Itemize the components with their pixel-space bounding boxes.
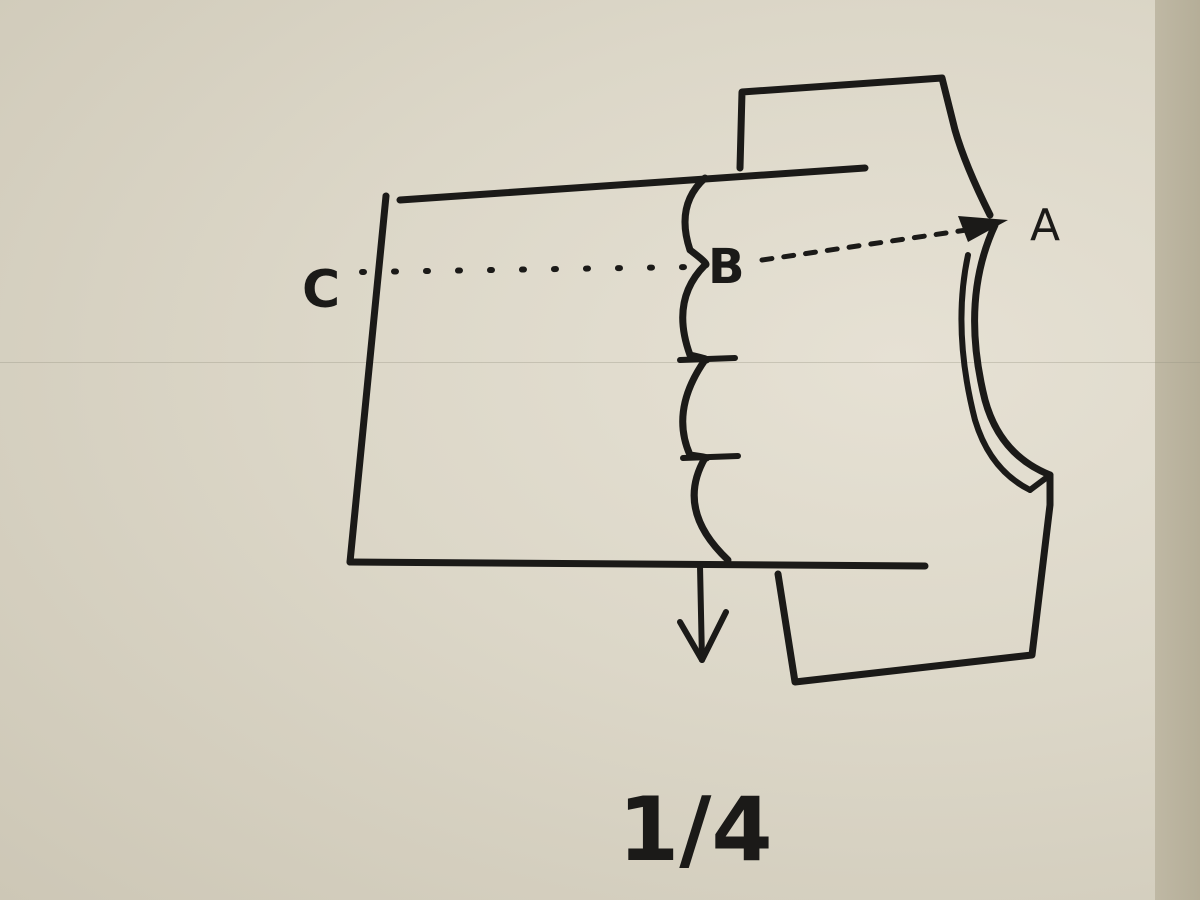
down-arrow-shaft (697, 563, 705, 663)
curved-strip-outer (971, 221, 1054, 479)
down-arrow-head (677, 609, 729, 663)
fraction-label: 1/4 (618, 778, 773, 881)
top-tab-outline (736, 74, 994, 219)
seam-notch-1 (677, 355, 738, 363)
label-c: C (302, 260, 340, 320)
bottom-tab-outline (774, 471, 1054, 686)
label-b: B (708, 239, 745, 295)
dotted-line-c-b (359, 264, 693, 275)
top-edge-line (396, 164, 869, 204)
seam-notch-2 (680, 453, 741, 461)
paper-fold-line (0, 362, 1200, 363)
paper-edge (1155, 0, 1200, 900)
scalloped-seam (679, 174, 732, 564)
curved-strip-inner (958, 252, 1033, 493)
bottom-edge-line (346, 558, 929, 570)
left-edge-line (346, 192, 390, 566)
dashed-line-b-a (759, 225, 983, 263)
label-a: A (1030, 200, 1060, 251)
arrowhead-a (958, 216, 1008, 242)
